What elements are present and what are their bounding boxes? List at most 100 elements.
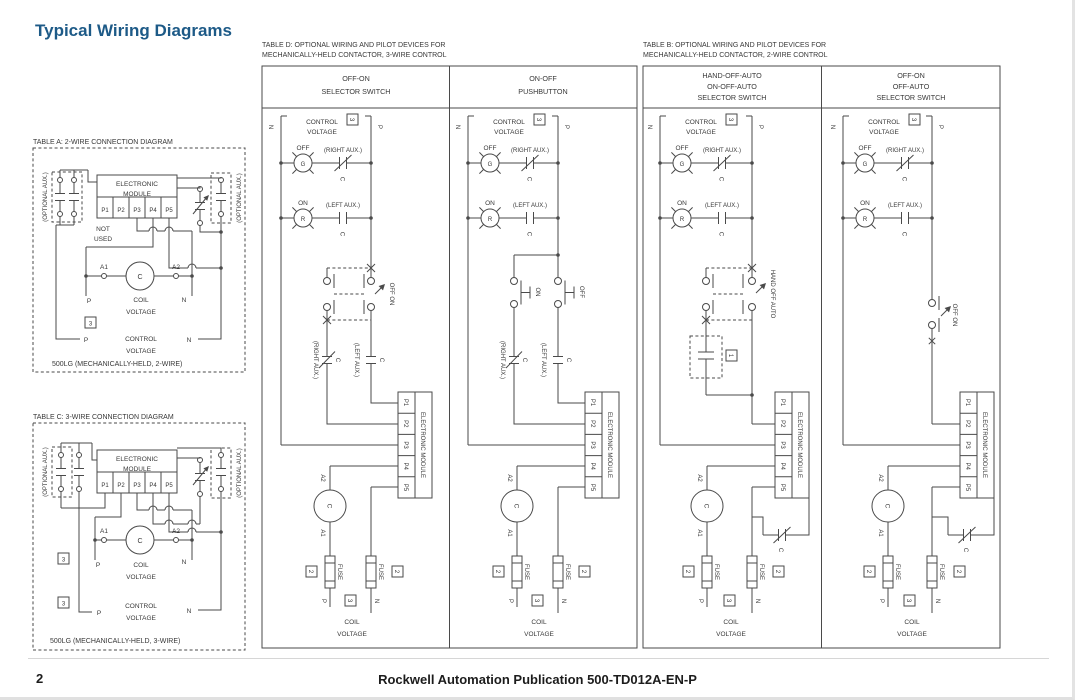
control-voltage-label: VOLTAGE — [869, 129, 899, 136]
junction-dot — [658, 161, 662, 165]
neutral-label: N — [267, 125, 273, 129]
table-d-col2: N CONTROL VOLTAGE 3 P OFF G (RIGHT AUX.)… — [454, 113, 620, 638]
coil-letter: C — [884, 504, 891, 509]
a1-label: A1 — [506, 529, 512, 537]
junction-dot — [219, 266, 223, 270]
terminal-label: P5 — [402, 484, 408, 492]
a1-label: A1 — [100, 528, 108, 535]
coil-voltage-label: VOLTAGE — [897, 631, 927, 638]
off-label: OFF — [676, 145, 689, 152]
note-3: 3 — [62, 558, 66, 564]
fuse-icon — [882, 555, 894, 589]
terminal-label: P4 — [589, 463, 595, 471]
note-box — [723, 594, 736, 607]
coil-voltage-label: COIL — [133, 297, 149, 304]
terminal-label: P4 — [402, 463, 408, 471]
selector-pole-icon — [323, 277, 331, 285]
column-header: SELECTOR SWITCH — [322, 87, 391, 96]
note-2: 2 — [580, 570, 586, 574]
c-label: C — [334, 358, 340, 363]
coil-voltage-label: COIL — [531, 619, 547, 626]
note-box — [492, 565, 505, 578]
junction-dot — [556, 216, 560, 220]
coil-circle — [690, 489, 724, 523]
junction-dot — [930, 216, 934, 220]
branch-left-aux-label: (LEFT AUX.) — [353, 343, 359, 377]
selector-pole-icon — [702, 303, 710, 311]
terminal-label: P5 — [779, 484, 785, 492]
table-c-symbols — [55, 452, 227, 555]
a1-label: A1 — [319, 529, 325, 537]
selector-pole-icon — [748, 303, 756, 311]
note-box — [908, 113, 921, 126]
terminal-label: P4 — [149, 208, 157, 214]
coil-circle — [125, 261, 155, 291]
terminal-label: P1 — [964, 399, 970, 407]
coil-letter: C — [137, 274, 142, 281]
module-cells — [97, 471, 177, 493]
control-voltage-label: VOLTAGE — [686, 129, 716, 136]
note-3: 3 — [89, 322, 93, 328]
junction-dot — [841, 216, 845, 220]
a2-label: A2 — [877, 474, 883, 482]
table-c-text: (OPTIONAL AUX.) (OPTIONAL AUX.) ELECTRON… — [43, 447, 243, 645]
junction-dot — [93, 538, 97, 542]
page-title: Typical Wiring Diagrams — [35, 21, 232, 41]
adjustable-contact-icon — [192, 186, 210, 226]
junction-dot — [279, 216, 283, 220]
pushbutton-terminal — [554, 300, 562, 308]
pushbutton-icon — [520, 280, 531, 305]
coil-p-label: P — [87, 298, 91, 305]
coil-circle — [500, 489, 534, 523]
aux-contact-icon — [215, 177, 227, 217]
selector-arrow-icon — [374, 283, 386, 295]
optional-aux-left-box — [51, 446, 73, 498]
terminal-label: P1 — [589, 399, 595, 407]
n-bottom-label: N — [754, 599, 760, 603]
terminal-label: P5 — [589, 484, 595, 492]
c-label: C — [901, 232, 907, 237]
neutral-label: N — [829, 125, 835, 129]
note-box — [725, 113, 738, 126]
coil-circle — [871, 489, 905, 523]
branch-left-aux-label: (LEFT AUX.) — [540, 343, 546, 377]
optional-aux-box — [689, 335, 723, 379]
note-box — [903, 594, 916, 607]
on-label: ON — [677, 200, 687, 207]
table-d-label: MECHANICALLY-HELD CONTACTOR, 3-WIRE CONT… — [262, 52, 447, 59]
terminal-label: P3 — [964, 441, 970, 449]
module-cells — [398, 392, 416, 498]
control-n-label: N — [187, 608, 192, 615]
right-aux-label: (RIGHT AUX.) — [886, 148, 924, 154]
footer-rule — [28, 658, 1049, 659]
no-contact-icon — [365, 356, 377, 364]
no-contact-icon — [901, 211, 909, 225]
selector-pole-icon — [702, 277, 710, 285]
c-label: C — [901, 177, 907, 182]
terminal-label: P3 — [779, 441, 785, 449]
optional-aux-left-label: (OPTIONAL AUX.) — [43, 447, 49, 496]
branch-right-aux-label: (RIGHT AUX.) — [312, 341, 318, 379]
c-label: C — [526, 177, 532, 182]
table-d-col1: N CONTROL VOLTAGE 3 P OFF G (RIGHT AUX.)… — [267, 113, 433, 638]
table-b-col2: N CONTROL VOLTAGE 3 P OFF G (RIGHT AUX.)… — [829, 113, 995, 638]
right-aux-label: (RIGHT AUX.) — [703, 148, 741, 154]
control-n-label: N — [187, 337, 192, 344]
terminal-a2 — [173, 537, 179, 543]
fuse-label: FUSE — [938, 564, 944, 580]
aux-contact-icon — [68, 177, 80, 217]
terminal-label: P3 — [589, 441, 595, 449]
terminal-label: P5 — [165, 483, 173, 489]
fuse-label: FUSE — [894, 564, 900, 580]
n-bottom-label: N — [373, 599, 379, 603]
on-label: ON — [298, 200, 308, 207]
p-bottom-label: P — [697, 599, 703, 603]
pushbutton-on-label: ON — [534, 288, 540, 297]
lamp-letter: G — [301, 162, 306, 168]
optional-aux-right-box — [210, 172, 232, 224]
p-bottom-label: P — [878, 599, 884, 603]
module-label: MODULE — [123, 466, 151, 473]
module-cells — [960, 392, 978, 498]
junction-dot — [556, 253, 560, 257]
c-label: C — [777, 548, 783, 553]
